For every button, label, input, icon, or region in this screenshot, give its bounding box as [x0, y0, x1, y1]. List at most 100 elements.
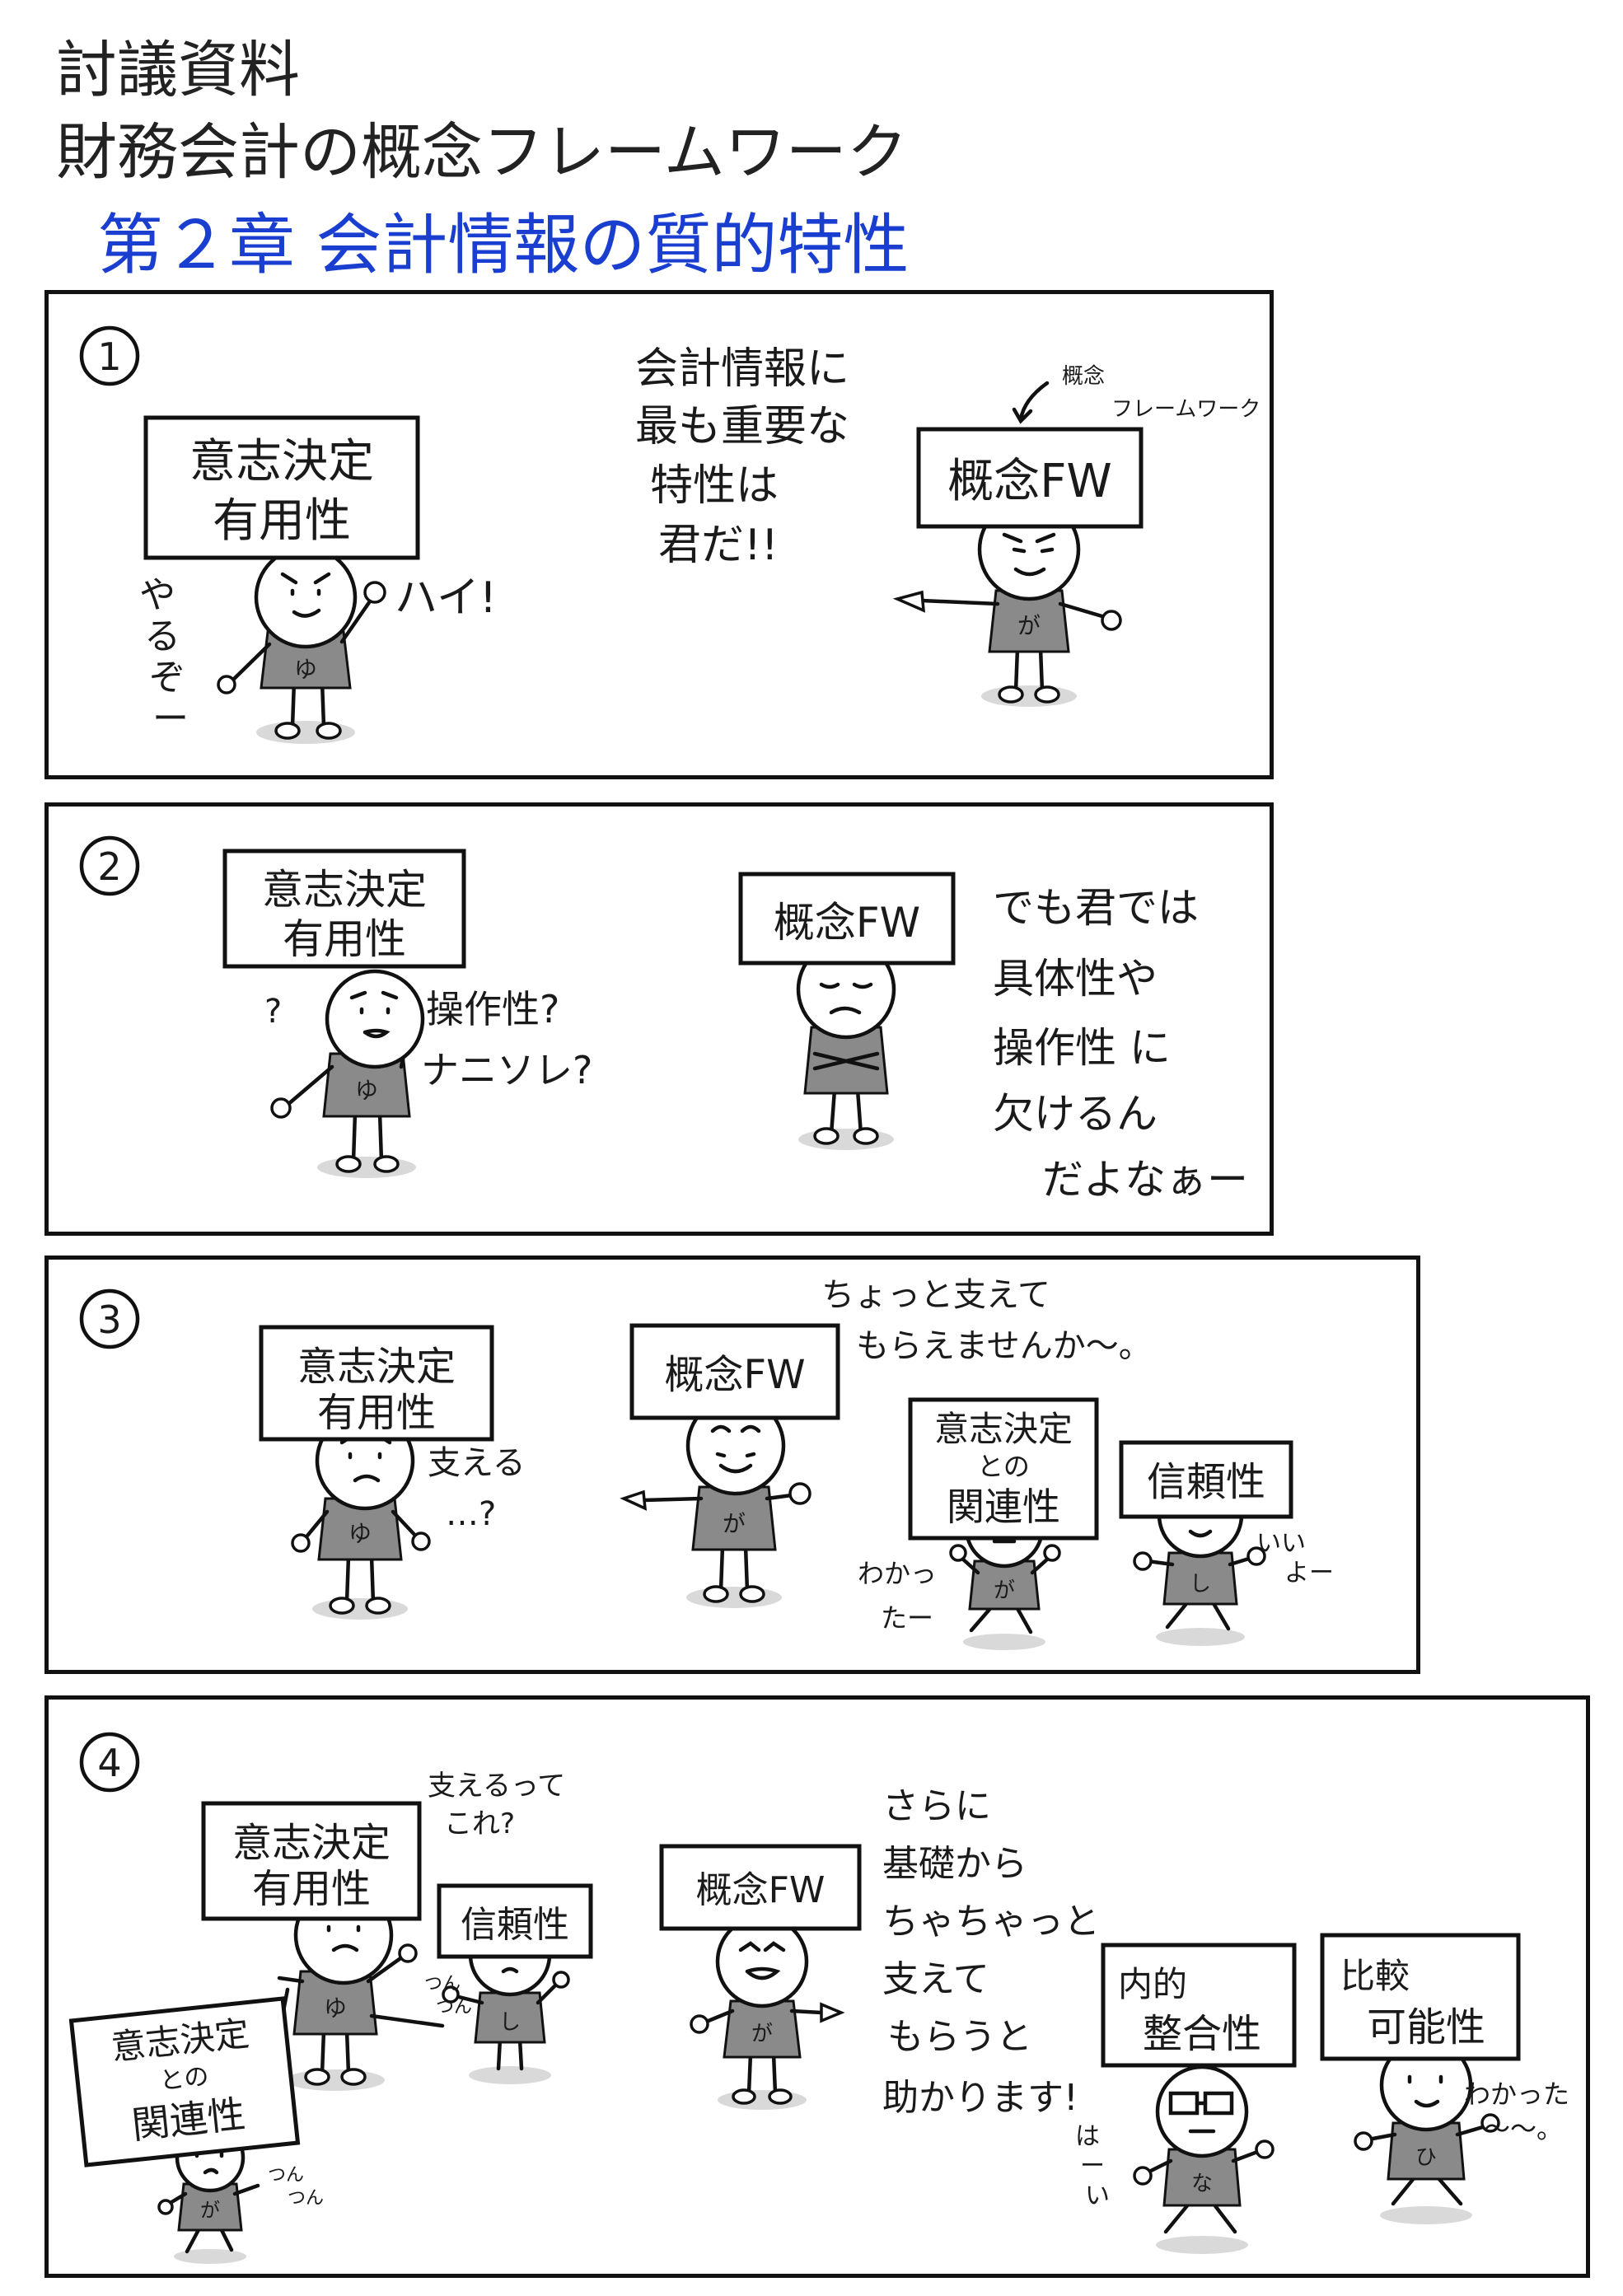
character-yu: ゆ: [270, 969, 425, 1178]
svg-text:有用性: 有用性: [317, 1390, 436, 1436]
svg-text:つん: つん: [268, 2165, 304, 2186]
svg-text:だよなぁー: だよなぁー: [1042, 1156, 1248, 1204]
speech-fw-foundation: さらに 基礎から ちゃちゃっと 支えて もらうと 助かります!: [882, 1785, 1100, 2119]
svg-text:有用性: 有用性: [252, 1866, 371, 1912]
svg-text:具体性や: 具体性や: [993, 955, 1158, 1003]
svg-text:つん: つん: [424, 1974, 461, 1994]
svg-text:さらに: さらに: [882, 1785, 991, 1827]
svg-text:ぞ: ぞ: [149, 657, 185, 699]
doc-title-line1: 討議資料: [56, 35, 300, 105]
arrow-to-fw-sign: [1012, 381, 1050, 424]
svg-text:ー: ー: [1080, 2152, 1105, 2181]
svg-text:でも君では: でも君では: [993, 884, 1199, 932]
sfx-tsun-tsun-2: つん つん: [424, 1974, 472, 2018]
svg-text:フレームワーク: フレームワーク: [1111, 397, 1261, 422]
note-fw-definition: 概念 フレームワーク: [1062, 364, 1261, 422]
character-fw: [796, 939, 896, 1150]
sign-reliability: 信頼性: [1119, 1440, 1293, 1519]
panel-number-badge: 1: [79, 325, 140, 386]
svg-text:わかっ: わかっ: [858, 1558, 937, 1589]
speech-na-yes: は ー い: [1075, 2122, 1110, 2210]
svg-text:〜〜。: 〜〜。: [1484, 2113, 1563, 2144]
svg-text:ちょっと支えて: ちょっと支えて: [821, 1276, 1050, 1314]
comic-panel-1: 1 ゆ 意志決定 有用性 ハイ! や る ぞ ー 会計情報に 最も重要な 特性は…: [44, 290, 1274, 779]
svg-text:操作性?: 操作性?: [426, 987, 559, 1031]
svg-text:との: との: [158, 2062, 210, 2096]
shirt-letter-shi: し: [499, 2010, 521, 2035]
svg-text:意志決定: 意志決定: [934, 1409, 1073, 1449]
shirt-letter-yu: ゆ: [348, 1520, 372, 1547]
character-hi: ひ: [1354, 2038, 1500, 2224]
sign-reliability: 信頼性: [437, 1883, 593, 1959]
speech-yu-hai: ハイ!: [395, 573, 497, 623]
speech-yu-is-this-support: 支えるって これ?: [428, 1770, 565, 1840]
svg-text:支えて: 支えて: [882, 1958, 989, 2000]
svg-text:信頼性: 信頼性: [461, 1904, 569, 1946]
sfx-tsun-tsun-1: つん つん: [268, 2165, 324, 2209]
svg-text:つん: つん: [288, 2188, 324, 2209]
character-ga: が: [620, 1396, 812, 1608]
character-shi: し: [442, 1913, 570, 2084]
sign-conceptual-fw: 概念FW: [738, 872, 956, 966]
speech-yu-what: 操作性? ナニソレ?: [421, 987, 592, 1092]
sign-conceptual-fw: 概念FW: [916, 427, 1144, 529]
svg-text:関連性: 関連性: [947, 1485, 1060, 1529]
character-yu: ゆ: [217, 545, 386, 744]
svg-text:4: 4: [97, 1741, 121, 1785]
shirt-letter-na: な: [1191, 2172, 1213, 2196]
shirt-letter-shi: し: [1190, 1572, 1211, 1597]
svg-text:内的: 内的: [1118, 1964, 1187, 2004]
sign-decision-usefulness: 意志決定 有用性: [222, 849, 466, 969]
shirt-letter-yu: ゆ: [324, 1994, 347, 2022]
speech-yu-yaruzo: や る ぞ ー: [139, 574, 189, 740]
svg-text:信頼性: 信頼性: [1147, 1459, 1265, 1505]
svg-text:操作性 に: 操作性 に: [993, 1024, 1171, 1072]
svg-text:…?: …?: [446, 1495, 496, 1533]
svg-text:3: 3: [97, 1298, 121, 1342]
speech-shi-ok: いい よー: [1256, 1529, 1334, 1588]
svg-text:最も重要な: 最も重要な: [635, 402, 849, 451]
character-fw: が: [690, 1915, 845, 2110]
shirt-letter-ga: が: [994, 1578, 1015, 1603]
panel-number-badge: 2: [79, 835, 140, 896]
svg-text:概念FW: 概念FW: [664, 1352, 805, 1398]
comic-panel-2: 2 ゆ ? 意志決定 有用性 操作性? ナニソレ? 概念FW でも君では: [44, 802, 1274, 1236]
shirt-letter-ga: が: [1017, 612, 1041, 639]
sign-decision-usefulness: 意志決定 有用性: [201, 1801, 422, 1921]
svg-text:概念FW: 概念FW: [696, 1869, 826, 1911]
speech-fw-lacks: でも君では 具体性や 操作性 に 欠けるん だよなぁー: [993, 884, 1248, 1204]
chapter-title: 第２章 会計情報の質的特性: [97, 207, 910, 283]
sign-decision-relevance: 意志決定 との 関連性: [908, 1397, 1099, 1541]
speech-yu-support: 支える …?: [428, 1444, 526, 1533]
svg-text:支えるって: 支えるって: [428, 1770, 565, 1803]
svg-text:2: 2: [97, 844, 121, 889]
svg-text:いい: いい: [1256, 1529, 1306, 1558]
svg-text:支える: 支える: [428, 1444, 526, 1482]
panel-number-badge: 3: [79, 1288, 140, 1349]
sign-internal-consistency: 内的 整合性: [1101, 1943, 1297, 2068]
svg-text:る: る: [144, 615, 180, 657]
svg-text:1: 1: [97, 334, 121, 379]
svg-text:ちゃちゃっと: ちゃちゃっと: [882, 1901, 1100, 1943]
svg-text:わかった: わかった: [1464, 2079, 1569, 2110]
svg-text:概念FW: 概念FW: [947, 455, 1112, 508]
svg-text:もらえませんか〜。: もらえませんか〜。: [856, 1327, 1152, 1365]
svg-text:概念: 概念: [1062, 364, 1105, 389]
sign-decision-usefulness: 意志決定 有用性: [259, 1325, 494, 1442]
svg-text:君だ!!: 君だ!!: [658, 521, 779, 570]
svg-text:欠けるん: 欠けるん: [993, 1090, 1158, 1138]
comic-panel-4: 4 ゆ 意志決定 有用性 支えるって これ? が 意志決定: [44, 1695, 1590, 2278]
speech-ga-understood: わかっ たー: [858, 1558, 937, 1634]
svg-text:有用性: 有用性: [283, 915, 406, 963]
svg-text:や: や: [139, 574, 175, 616]
svg-text:有用性: 有用性: [213, 494, 351, 548]
shirt-letter-yu: ゆ: [294, 656, 317, 683]
sign-conceptual-fw: 概念FW: [629, 1323, 840, 1420]
sign-comparability: 比較 可能性: [1320, 1933, 1521, 2061]
speech-hi-understood: わかった 〜〜。: [1464, 2079, 1569, 2144]
svg-text:基礎から: 基礎から: [882, 1843, 1027, 1885]
svg-text:は: は: [1075, 2122, 1100, 2151]
shirt-letter-ga: が: [751, 2022, 773, 2046]
svg-text:概念FW: 概念FW: [774, 899, 920, 947]
character-ga: が: [892, 498, 1122, 707]
